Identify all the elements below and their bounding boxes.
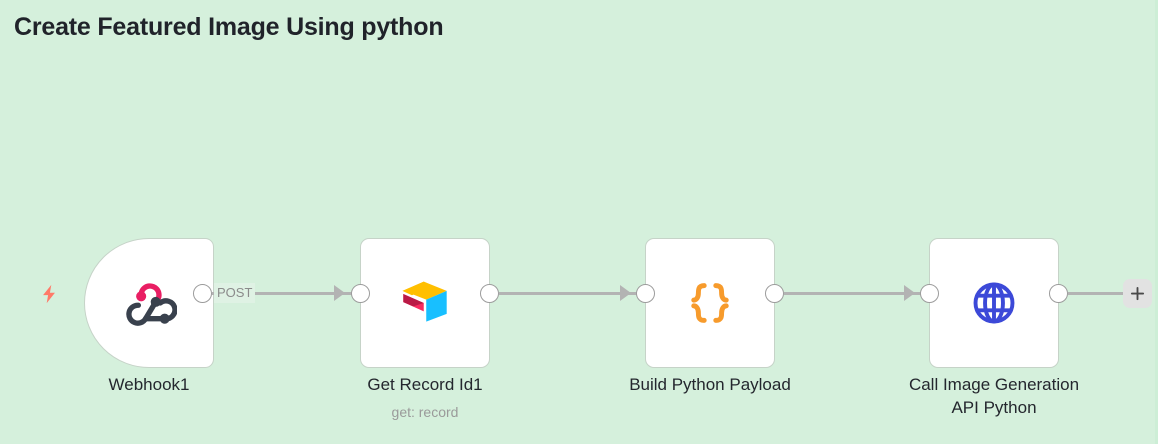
output-port-webhook1[interactable] xyxy=(193,283,212,303)
webhook-icon xyxy=(121,275,178,331)
input-port-build-python-payload[interactable] xyxy=(636,283,655,303)
airtable-icon xyxy=(394,275,456,331)
workflow-node-call-image-generation-api-python[interactable] xyxy=(929,238,1059,368)
node-label-call-image-generation-api-python: Call Image Generation API Python xyxy=(908,375,1080,417)
globe-icon xyxy=(966,275,1022,331)
code-braces-icon xyxy=(681,274,739,332)
node-label-get-record-id1: Get Record Id1 xyxy=(367,375,483,394)
add-node-button[interactable] xyxy=(1123,279,1152,308)
input-port-call-image-generation-api-python[interactable] xyxy=(920,283,939,303)
lightning-bolt-icon xyxy=(38,283,60,305)
connector-arrow-3 xyxy=(904,285,915,301)
page-title: Create Featured Image Using python xyxy=(14,13,444,41)
workflow-node-get-record-id1[interactable] xyxy=(360,238,490,368)
connector-webhook1-to-get-record-id1[interactable] xyxy=(212,291,356,295)
node-subtitle-get-record-id1: get: record xyxy=(391,404,459,420)
workflow-node-webhook1[interactable] xyxy=(84,238,214,368)
input-port-get-record-id1[interactable] xyxy=(351,283,370,303)
output-port-get-record-id1[interactable] xyxy=(480,283,499,303)
connector-arrow-1 xyxy=(334,285,345,301)
workflow-node-build-python-payload[interactable] xyxy=(645,238,775,368)
canvas-right-edge xyxy=(1155,0,1158,444)
output-port-build-python-payload[interactable] xyxy=(765,283,784,303)
node-label-webhook1: Webhook1 xyxy=(108,375,190,394)
node-label-build-python-payload: Build Python Payload xyxy=(629,375,791,394)
output-port-call-image-generation-api-python[interactable] xyxy=(1049,283,1068,303)
connector-build-python-payload-to-call-image-generation-api-python[interactable] xyxy=(784,291,926,295)
connector-to-add-node-button[interactable] xyxy=(1068,291,1124,295)
connector-label-post: POST xyxy=(214,283,256,303)
connector-get-record-id1-to-build-python-payload[interactable] xyxy=(499,291,642,295)
connector-arrow-2 xyxy=(620,285,631,301)
